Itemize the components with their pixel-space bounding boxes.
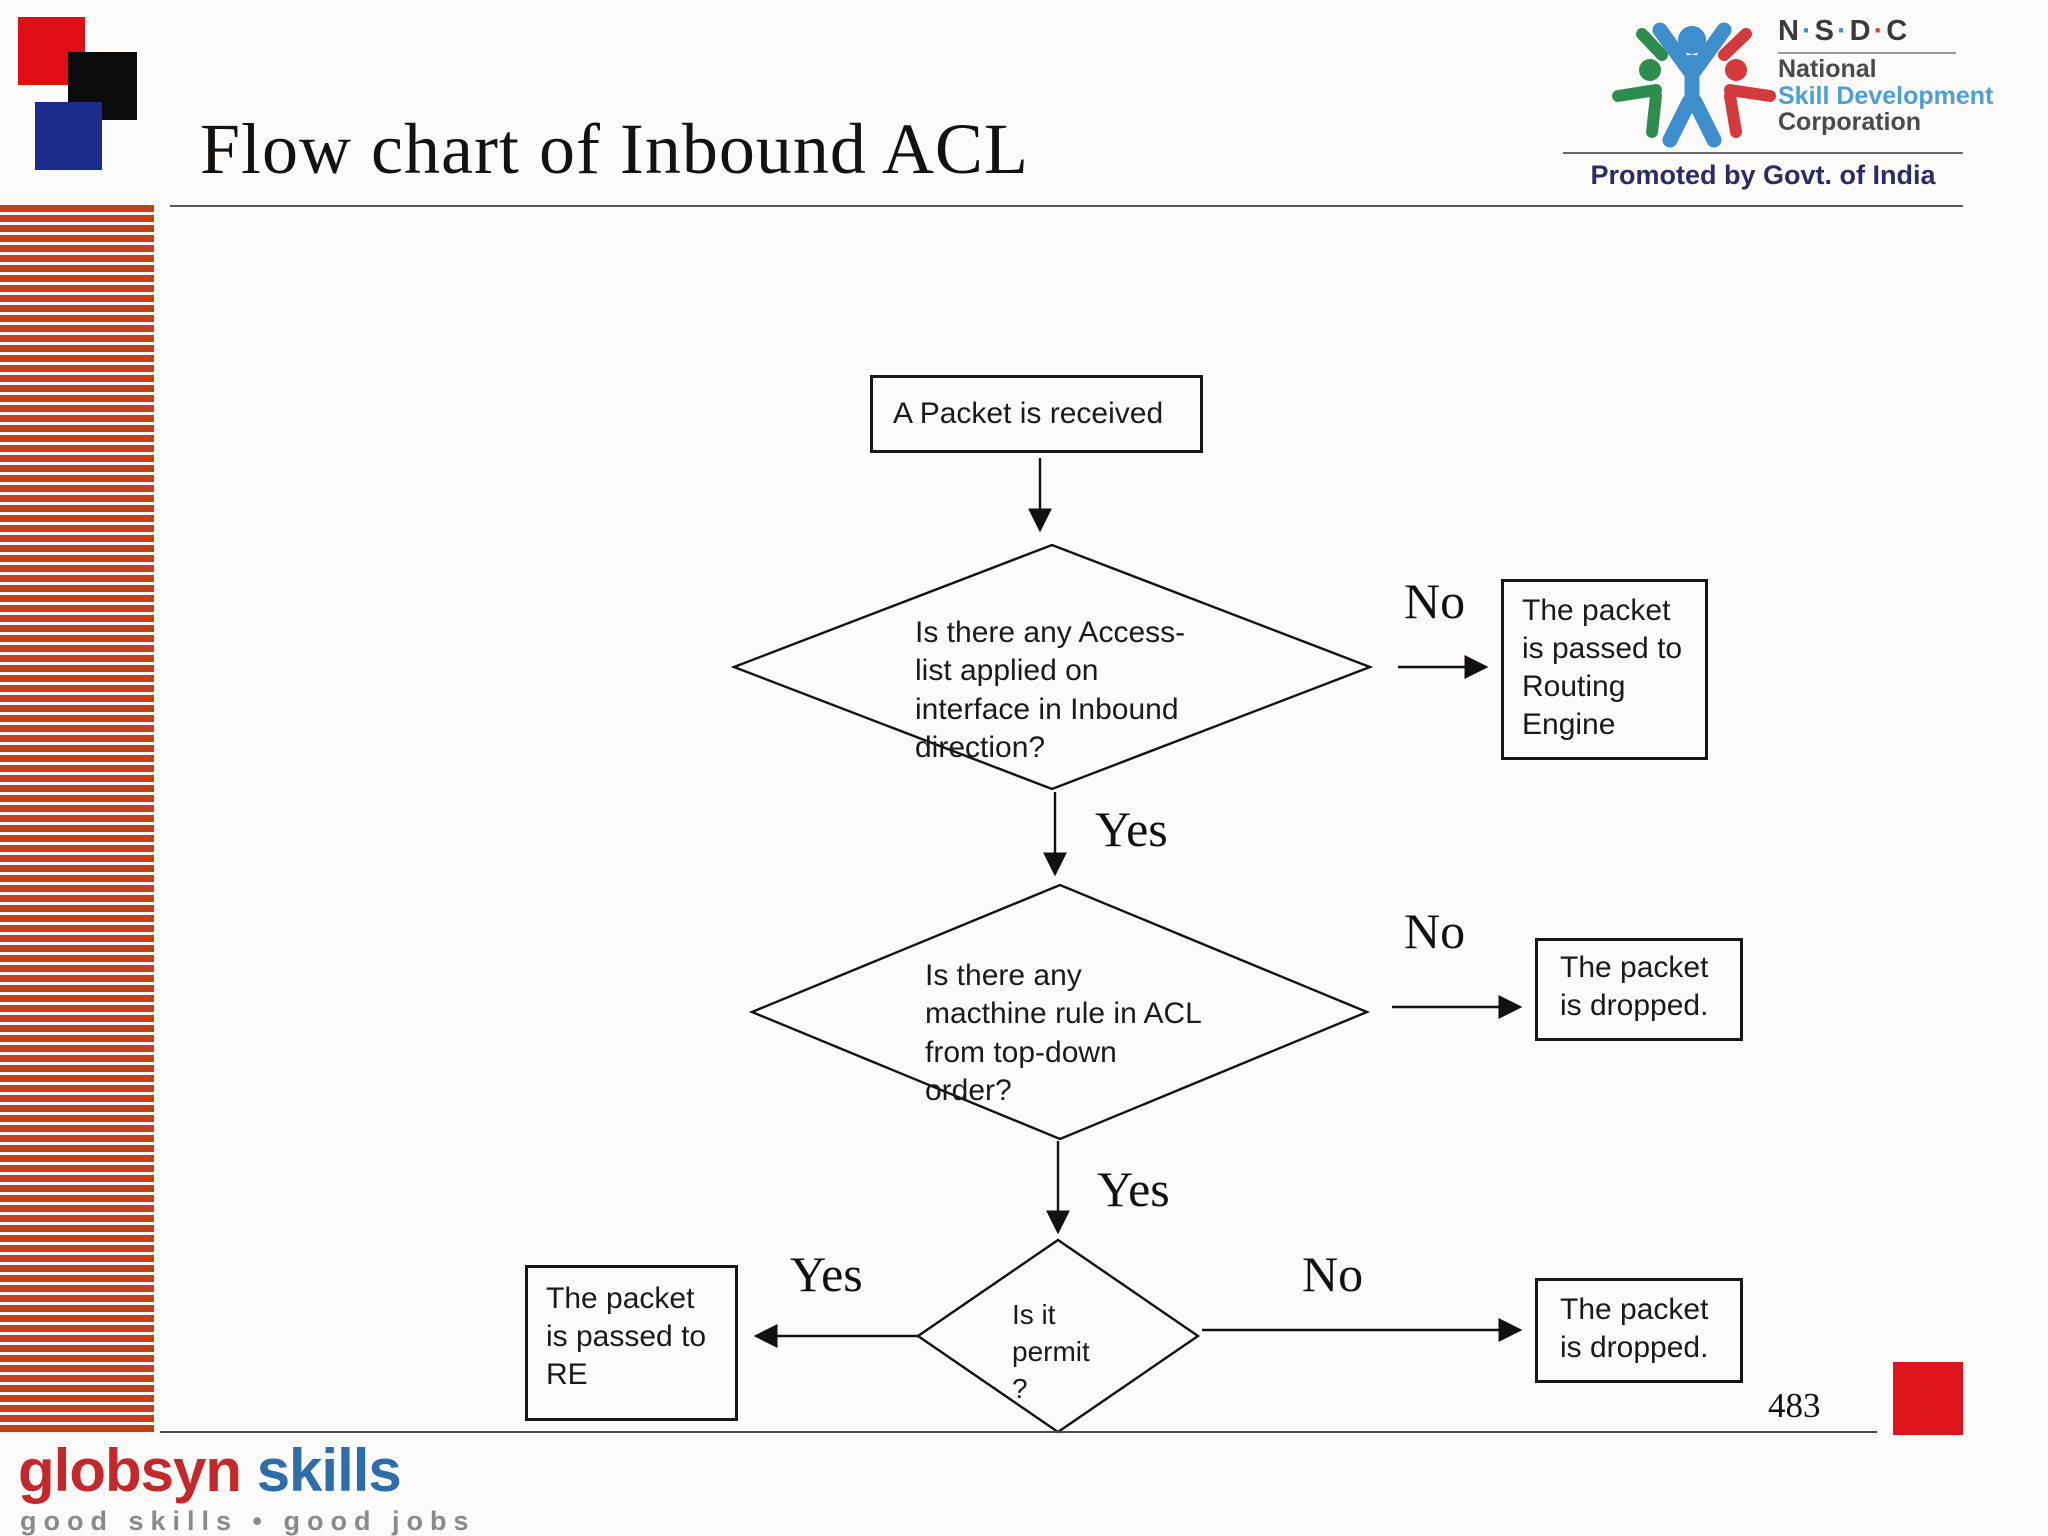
decor-square-blue xyxy=(35,102,102,170)
flow-node-dropped1: The packet is dropped. xyxy=(1535,938,1743,1041)
nsdc-logo-text: N·S·D·C National Skill Development Corpo… xyxy=(1778,16,2008,135)
flow-node-start: A Packet is received xyxy=(870,375,1203,453)
nsdc-promoted-text: Promoted by Govt. of India xyxy=(1590,160,1936,190)
decor-square-bottom-right xyxy=(1893,1362,1963,1435)
nsdc-name-line3: Corporation xyxy=(1778,107,1922,136)
flow-node-passed-re: The packet is passed to RE xyxy=(525,1265,738,1421)
branch-label-yes1: Yes xyxy=(1095,801,1168,857)
nsdc-acronym-underline xyxy=(1778,52,1956,54)
decision2-diamond xyxy=(748,883,1371,1141)
nsdc-logo-icon xyxy=(1612,22,1776,148)
brand-tagline: good skills • good jobs xyxy=(20,1506,476,1536)
flow-node-routing-engine: The packet is passed to Routing Engine xyxy=(1501,579,1708,760)
title-underline xyxy=(170,205,1963,207)
decision1-diamond xyxy=(730,543,1374,791)
flow-node-decision3-label: Is it permit ? xyxy=(1012,1299,1090,1404)
brand-logo: globsyn skills xyxy=(18,1436,402,1505)
flow-node-decision1-label: Is there any Access- list applied on int… xyxy=(915,616,1186,765)
branch-label-yes2: Yes xyxy=(1097,1161,1170,1217)
bottom-border-line xyxy=(160,1431,1877,1433)
page-title: Flow chart of Inbound ACL xyxy=(200,109,1029,189)
flow-node-decision2-label: Is there any macthine rule in ACL from t… xyxy=(925,959,1202,1108)
branch-label-yes3: Yes xyxy=(790,1246,863,1302)
decision3-diamond xyxy=(915,1238,1201,1434)
nsdc-name-line1: National xyxy=(1778,55,1877,84)
page-number: 483 xyxy=(1768,1386,1821,1425)
branch-label-no2: No xyxy=(1404,903,1466,959)
brand-globsyn: globsyn xyxy=(18,1437,242,1504)
nsdc-name-line2: Skill Development xyxy=(1778,81,1994,110)
nsdc-separator-line xyxy=(1563,152,1963,154)
brand-skills: skills xyxy=(256,1437,402,1504)
nsdc-acronym: N·S·D·C xyxy=(1778,15,1911,47)
branch-label-no1: No xyxy=(1404,573,1466,629)
flow-node-dropped2: The packet is dropped. xyxy=(1535,1278,1743,1383)
left-stripe-bar xyxy=(0,205,154,1435)
branch-label-no3: No xyxy=(1302,1246,1364,1302)
